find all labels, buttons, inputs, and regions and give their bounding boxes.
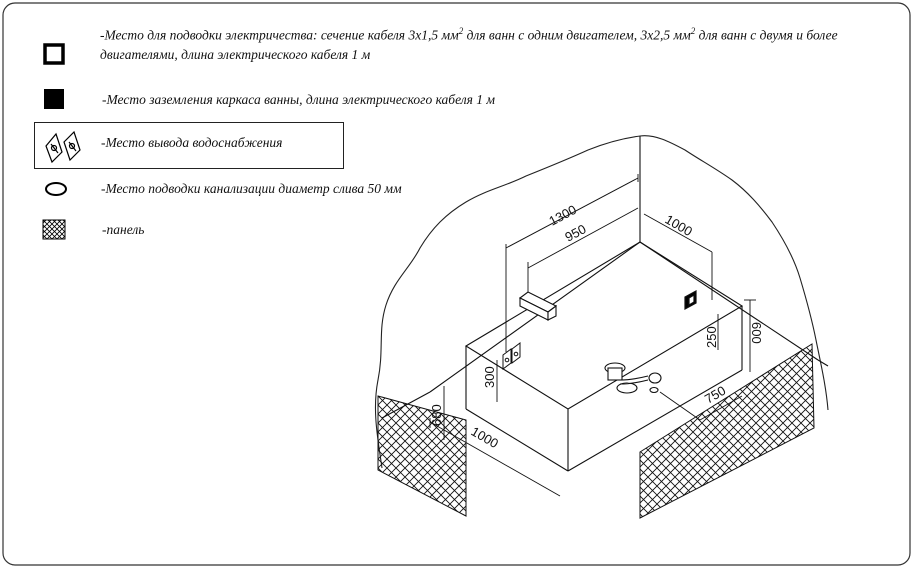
dim-1000-top: 1000 <box>663 212 696 239</box>
dim-950: 950 <box>562 221 588 244</box>
legend-grounding-text: -Место заземления каркаса ванны, длина э… <box>102 92 496 107</box>
dim-250: 250 <box>704 326 719 348</box>
hollow-square-icon <box>43 43 65 65</box>
wall-outline <box>374 135 829 469</box>
dim-680: 680 <box>429 404 444 426</box>
water-outlet-icon <box>45 130 81 164</box>
right-panel <box>639 343 815 519</box>
filled-square-icon <box>44 89 64 109</box>
dim-300: 300 <box>482 366 497 388</box>
legend-drain-text: -Место подводки канализации диаметр слив… <box>101 181 402 196</box>
left-panel <box>377 395 467 517</box>
legend-electric-text: -Место для подводки электричества: сечен… <box>100 26 838 62</box>
dim-600: 600 <box>749 322 764 344</box>
water-outlet-legend-box <box>34 122 344 169</box>
legend-water-text: -Место вывода водоснабжения <box>101 135 283 150</box>
legend-panel-text: -панель <box>102 222 145 237</box>
crosshatch-panel-icon <box>42 219 66 240</box>
ellipse-icon <box>45 182 67 196</box>
